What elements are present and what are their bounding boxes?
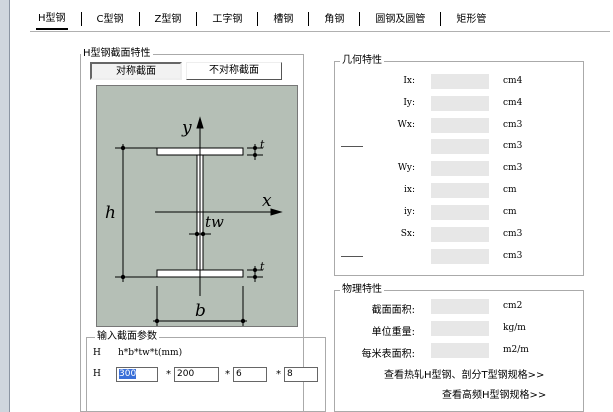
property-label: Iy: xyxy=(403,98,415,108)
property-unit: cm3 xyxy=(503,229,523,239)
property-label: Wy: xyxy=(397,163,415,173)
property-label: Sx: xyxy=(400,229,415,239)
h-input-value: 300 xyxy=(119,369,137,379)
physical-row: 单位重量: kg/m xyxy=(335,321,585,338)
asymmetric-section-button[interactable]: 不对称截面 xyxy=(186,62,282,80)
geometry-row: cm3 xyxy=(335,139,585,155)
property-value-box xyxy=(431,205,489,220)
property-unit: cm xyxy=(503,185,517,195)
label-h: h xyxy=(105,203,116,223)
h-input[interactable]: 300 xyxy=(116,367,158,382)
property-value-box xyxy=(431,183,489,198)
property-unit: cm xyxy=(503,207,517,217)
geometry-row: Wy: cm3 xyxy=(335,161,585,177)
geometry-row: Sx: cm3 xyxy=(335,227,585,243)
tab-separator xyxy=(80,12,82,26)
tab-i-beam[interactable]: 工字钢 xyxy=(212,14,243,25)
geometry-row: ix: cm xyxy=(335,183,585,199)
property-unit: m2/m xyxy=(503,345,529,355)
property-unit: kg/m xyxy=(503,323,526,333)
property-value-box xyxy=(431,321,489,336)
geometry-row: iy: cm xyxy=(335,205,585,221)
label-x: x xyxy=(262,191,272,211)
property-value-box xyxy=(431,74,489,89)
b-input[interactable]: 200 xyxy=(174,367,219,382)
property-value-box xyxy=(431,343,489,358)
property-value-box xyxy=(431,96,489,111)
input-row-prefix: H xyxy=(93,369,101,379)
geometry-row: Wx: cm3 xyxy=(335,118,585,134)
times-symbol: * xyxy=(276,369,281,380)
group-title: 几何特性 xyxy=(340,55,384,67)
h-beam-drawing: y x h b tw t t xyxy=(96,85,298,327)
label-y: y xyxy=(181,118,192,138)
times-symbol: * xyxy=(166,369,171,380)
t-input[interactable]: 8 xyxy=(284,367,318,382)
tab-z-steel[interactable]: Z型钢 xyxy=(154,14,182,25)
property-unit: cm3 xyxy=(503,251,523,261)
tab-strip: H型钢 C型钢 Z型钢 工字钢 槽钢 角钢 圆钢及圆管 矩形管 xyxy=(36,7,606,31)
tab-channel[interactable]: 槽钢 xyxy=(273,14,294,25)
tw-input[interactable]: 6 xyxy=(233,367,267,382)
format-prefix: H xyxy=(93,348,101,358)
property-label: Wx: xyxy=(397,120,415,130)
tab-separator xyxy=(359,12,361,26)
format-hint: h*b*tw*t(mm) xyxy=(118,348,183,358)
symmetric-section-button[interactable]: 对称截面 xyxy=(90,62,182,80)
dash-label xyxy=(341,256,363,257)
property-label: iy: xyxy=(404,207,415,217)
tab-separator xyxy=(257,12,259,26)
property-value-box xyxy=(431,139,489,154)
property-value-box xyxy=(431,227,489,242)
physical-properties-group: 物理特性 截面面积: cm2 单位重量: kg/m 每米表面积: m2/m xyxy=(334,284,585,412)
property-label: 单位重量: xyxy=(371,327,415,338)
property-unit: cm4 xyxy=(503,98,523,108)
tab-separator xyxy=(138,12,140,26)
label-t-top: t xyxy=(260,138,265,151)
y-axis-arrow xyxy=(196,116,204,129)
tab-h-steel[interactable]: H型钢 xyxy=(36,8,68,30)
tab-separator xyxy=(440,12,442,26)
property-unit: cm3 xyxy=(503,120,523,130)
x-axis-arrow xyxy=(270,208,283,216)
tab-angle[interactable]: 角钢 xyxy=(324,14,345,25)
property-unit: cm3 xyxy=(503,141,523,151)
high-freq-spec-link[interactable]: 查看高频H型钢规格>> xyxy=(442,390,547,401)
label-tw: tw xyxy=(205,213,224,231)
physical-row: 截面面积: cm2 xyxy=(335,299,585,316)
property-label: 每米表面积: xyxy=(361,349,415,360)
group-title: H型钢截面特性 xyxy=(81,48,153,60)
dash-label xyxy=(341,146,363,147)
tab-separator xyxy=(308,12,310,26)
property-value-box xyxy=(431,161,489,176)
label-b: b xyxy=(195,301,206,321)
property-unit: cm3 xyxy=(503,163,523,173)
property-label: Ix: xyxy=(403,76,415,86)
property-unit: cm4 xyxy=(503,76,523,86)
tab-round-tube[interactable]: 圆钢及圆管 xyxy=(375,14,426,25)
window-left-edge xyxy=(0,0,10,412)
tab-underline xyxy=(30,31,610,32)
property-unit: cm2 xyxy=(503,301,523,311)
geometry-row: Iy: cm4 xyxy=(335,96,585,112)
geometry-row: cm3 xyxy=(335,249,585,265)
times-symbol: * xyxy=(225,369,230,380)
tab-separator xyxy=(196,12,198,26)
geometry-row: Ix: cm4 xyxy=(335,74,585,90)
h-beam-diagram: y x h b tw t t xyxy=(105,116,283,326)
property-value-box xyxy=(431,249,489,264)
hot-rolled-spec-link[interactable]: 查看热轧H型钢、剖分T型钢规格>> xyxy=(384,370,545,381)
property-value-box xyxy=(431,299,489,314)
physical-row: 每米表面积: m2/m xyxy=(335,343,585,360)
property-value-box xyxy=(431,118,489,133)
tab-c-steel[interactable]: C型钢 xyxy=(96,14,124,25)
property-label: ix: xyxy=(404,185,415,195)
group-title: 物理特性 xyxy=(340,284,384,296)
tab-rect-tube[interactable]: 矩形管 xyxy=(456,14,487,25)
label-t-bottom: t xyxy=(260,260,265,273)
property-label: 截面面积: xyxy=(371,305,415,316)
group-title: 输入截面参数 xyxy=(95,331,159,343)
